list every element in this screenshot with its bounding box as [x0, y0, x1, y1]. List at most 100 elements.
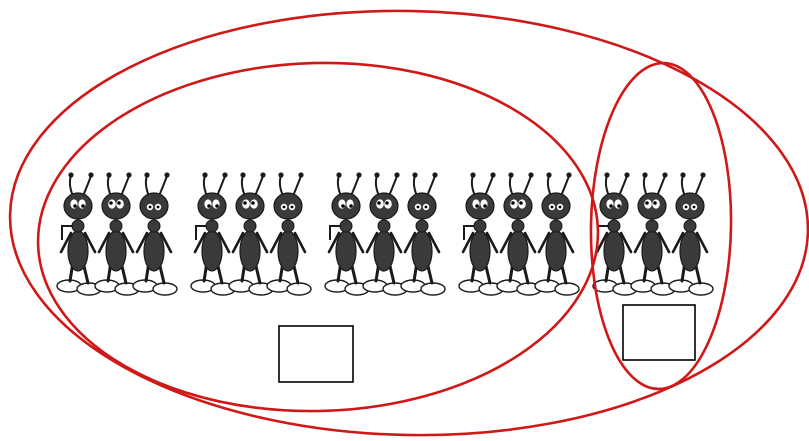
- ant-body: [469, 230, 491, 272]
- left-answer-box[interactable]: [278, 325, 354, 383]
- ant-right-antenna: [656, 175, 666, 197]
- ant-right-antenna-tip: [126, 172, 132, 178]
- ant-right-antenna: [560, 175, 570, 197]
- ant-right-antenna: [216, 175, 226, 197]
- ant-left-antenna: [336, 175, 342, 197]
- ant-neck: [243, 219, 257, 233]
- ant: [592, 172, 638, 296]
- ant: [362, 172, 408, 296]
- ant-head: [369, 192, 399, 220]
- ant-right-arm: [121, 231, 135, 254]
- ant-head: [675, 192, 705, 220]
- ant-left-antenna: [412, 175, 418, 197]
- ant-right-antenna-tip: [432, 172, 438, 178]
- ant: [534, 172, 580, 296]
- ant-eyes: [204, 199, 220, 209]
- ant-body: [603, 230, 625, 272]
- ant-body: [239, 230, 261, 272]
- ant-neck: [415, 219, 429, 233]
- ant-head: [235, 192, 265, 220]
- ant-neck: [281, 219, 295, 233]
- ant-left-antenna: [470, 175, 476, 197]
- ant-body: [641, 230, 663, 272]
- ant-left-arm: [633, 231, 647, 254]
- ant: [190, 172, 236, 296]
- ant: [668, 172, 714, 296]
- ant-neck: [473, 219, 487, 233]
- ant-left-antenna-tip: [508, 172, 514, 178]
- ant-left-antenna: [278, 175, 284, 197]
- ant-right-foot: [688, 282, 714, 296]
- ant-eyes: [242, 199, 258, 209]
- ant-body: [679, 230, 701, 272]
- ant-right-foot: [286, 282, 312, 296]
- ant-right-antenna-tip: [624, 172, 630, 178]
- ant-left-antenna-tip: [278, 172, 284, 178]
- ant-right-arm: [695, 231, 709, 254]
- ant-eyes: [70, 199, 86, 209]
- ant-left-antenna-tip: [68, 172, 74, 178]
- ant: [132, 172, 178, 296]
- ant-right-antenna-tip: [222, 172, 228, 178]
- ant-right-antenna: [618, 175, 628, 197]
- ant-left-antenna-tip: [470, 172, 476, 178]
- ant-right-antenna-tip: [394, 172, 400, 178]
- ant-left-antenna-tip: [642, 172, 648, 178]
- ant-eyes: [472, 199, 488, 209]
- ants-row: [56, 172, 714, 296]
- ant-right-antenna: [120, 175, 130, 197]
- ant: [266, 172, 312, 296]
- group-1: [56, 172, 178, 296]
- ant-right-arm: [485, 231, 499, 254]
- ant-eyes: [146, 203, 162, 211]
- ant: [324, 172, 370, 296]
- ant-body: [545, 230, 567, 272]
- ant-right-antenna-tip: [88, 172, 94, 178]
- ant-left-antenna: [106, 175, 112, 197]
- ant-head: [197, 192, 227, 220]
- grouping-ellipses: [8, 9, 809, 437]
- ant-right-arm: [351, 231, 365, 254]
- ant-left-antenna: [68, 175, 74, 197]
- ant-eyes: [280, 203, 296, 211]
- ant-head: [407, 192, 437, 220]
- ant-right-arm: [217, 231, 231, 254]
- ant-eyes: [338, 199, 354, 209]
- ant-left-antenna-tip: [144, 172, 150, 178]
- ant-neck: [511, 219, 525, 233]
- ant-right-antenna-tip: [662, 172, 668, 178]
- ant-left-antenna: [240, 175, 246, 197]
- ant-left-antenna-tip: [680, 172, 686, 178]
- ant-eyes: [414, 203, 430, 211]
- right-ellipse-one-group: [589, 61, 733, 391]
- ant-left-antenna-tip: [240, 172, 246, 178]
- group-hook: [195, 225, 210, 240]
- ant-left-arm: [595, 231, 609, 254]
- right-answer-box[interactable]: [622, 304, 696, 361]
- ant-neck: [683, 219, 697, 233]
- ant-left-arm: [365, 231, 379, 254]
- ant-left-arm: [671, 231, 685, 254]
- ant-left-arm: [135, 231, 149, 254]
- ant-right-antenna-tip: [566, 172, 572, 178]
- ant-eyes: [376, 199, 392, 209]
- ant-right-antenna-tip: [260, 172, 266, 178]
- ant-right-antenna-tip: [700, 172, 706, 178]
- ant-body: [507, 230, 529, 272]
- ant-right-antenna: [292, 175, 302, 197]
- ant: [630, 172, 676, 296]
- ant-right-arm: [389, 231, 403, 254]
- ant: [458, 172, 504, 296]
- ant-left-arm: [231, 231, 245, 254]
- ant-right-antenna: [694, 175, 704, 197]
- answer-boxes: [278, 304, 696, 383]
- ant-left-antenna-tip: [106, 172, 112, 178]
- ant-neck: [147, 219, 161, 233]
- ant: [228, 172, 274, 296]
- ant-right-arm: [523, 231, 537, 254]
- ant-body: [277, 230, 299, 272]
- ant-left-arm: [97, 231, 111, 254]
- ant-neck: [71, 219, 85, 233]
- ant-neck: [205, 219, 219, 233]
